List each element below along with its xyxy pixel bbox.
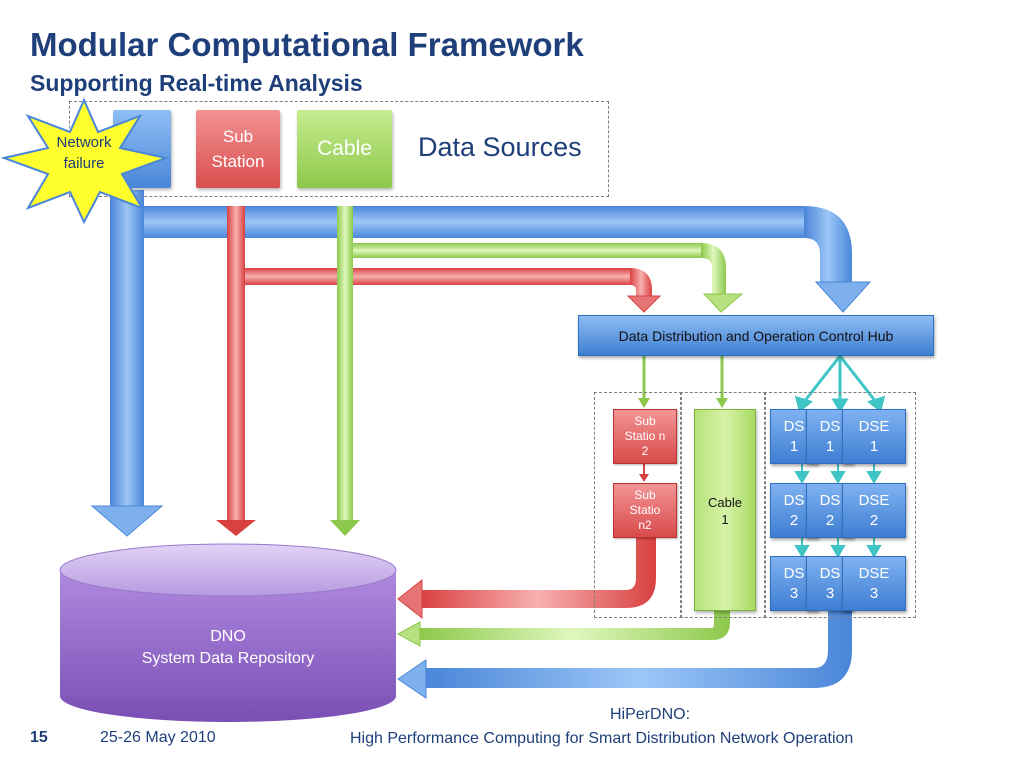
dse-1-box-c: DSE 1 bbox=[842, 409, 906, 464]
substation-2-box: Sub Statio n 2 bbox=[613, 409, 677, 464]
dse-2-label-b: DS 2 bbox=[819, 491, 841, 529]
footer-project: HiPerDNO: bbox=[610, 706, 691, 723]
dse-3-label-a: DS 3 bbox=[783, 564, 805, 602]
dse-analysis-group bbox=[764, 392, 916, 618]
dse-3-label-b: DS 3 bbox=[819, 564, 841, 602]
repository-cylinder bbox=[59, 543, 397, 722]
page-subtitle: Supporting Real-time Analysis bbox=[30, 70, 363, 96]
cable-down-arrow bbox=[330, 206, 360, 536]
substation-to-hub-arrow bbox=[245, 268, 662, 313]
dse-1-label-a: DS 1 bbox=[783, 417, 805, 455]
substation-return-arrow bbox=[397, 536, 656, 620]
dse-3-label-c: DSE 3 bbox=[858, 564, 890, 602]
substation-n2-box: Sub Statio n2 bbox=[613, 483, 677, 538]
substation-analysis-group bbox=[594, 392, 682, 618]
cable-to-hub-arrow bbox=[353, 243, 744, 313]
repository-label-line2: System Data Repository bbox=[141, 650, 315, 667]
cable-1-box: Cable 1 bbox=[694, 409, 756, 611]
substation-inner-arrow bbox=[639, 464, 649, 482]
dse-1-label-c: DSE 1 bbox=[858, 417, 890, 455]
hub-to-dse-connectors bbox=[794, 355, 886, 413]
control-hub: Data Distribution and Operation Control … bbox=[578, 315, 934, 356]
network-failure-label: Network failure bbox=[56, 134, 112, 172]
repository-label-line1: DNO bbox=[210, 628, 246, 645]
substation-source-box: Sub Station bbox=[196, 110, 280, 188]
network-failure-burst-icon bbox=[0, 97, 170, 225]
data-sources-label: Data Sources bbox=[418, 132, 582, 162]
page-title: Modular Computational Framework bbox=[30, 26, 584, 63]
substation-down-arrow bbox=[216, 206, 256, 536]
dse-inner-arrows bbox=[794, 464, 882, 558]
substation-source-label: Sub Station bbox=[211, 127, 265, 171]
control-hub-label: Data Distribution and Operation Control … bbox=[618, 327, 894, 344]
cable-1-label: Cable 1 bbox=[708, 495, 742, 527]
dse-return-arrow bbox=[397, 610, 852, 699]
footer-date: 25-26 May 2010 bbox=[100, 729, 216, 746]
substation-n2-label: Sub Statio n2 bbox=[629, 488, 661, 532]
dse-2-box-c: DSE 2 bbox=[842, 483, 906, 538]
cable-analysis-group bbox=[680, 392, 766, 618]
network-down-arrow bbox=[90, 190, 164, 537]
cable-source-label: Cable bbox=[317, 137, 372, 160]
dse-1-label-b: DS 1 bbox=[819, 417, 841, 455]
cable-source-box: Cable bbox=[297, 110, 392, 188]
repository-label: DNO System Data Repository bbox=[60, 626, 396, 670]
footer-project-full: High Performance Computing for Smart Dis… bbox=[350, 730, 854, 747]
dse-2-label-a: DS 2 bbox=[783, 491, 805, 529]
dse-2-box-a: DS 2 bbox=[770, 483, 818, 538]
slide-number: 15 bbox=[30, 729, 48, 746]
substation-2-label: Sub Statio n 2 bbox=[624, 414, 666, 458]
dse-3-box-c: DSE 3 bbox=[842, 556, 906, 611]
cable-return-arrow bbox=[396, 610, 730, 647]
network-to-hub-arrow bbox=[144, 206, 872, 313]
dse-2-label-c: DSE 2 bbox=[858, 491, 890, 529]
